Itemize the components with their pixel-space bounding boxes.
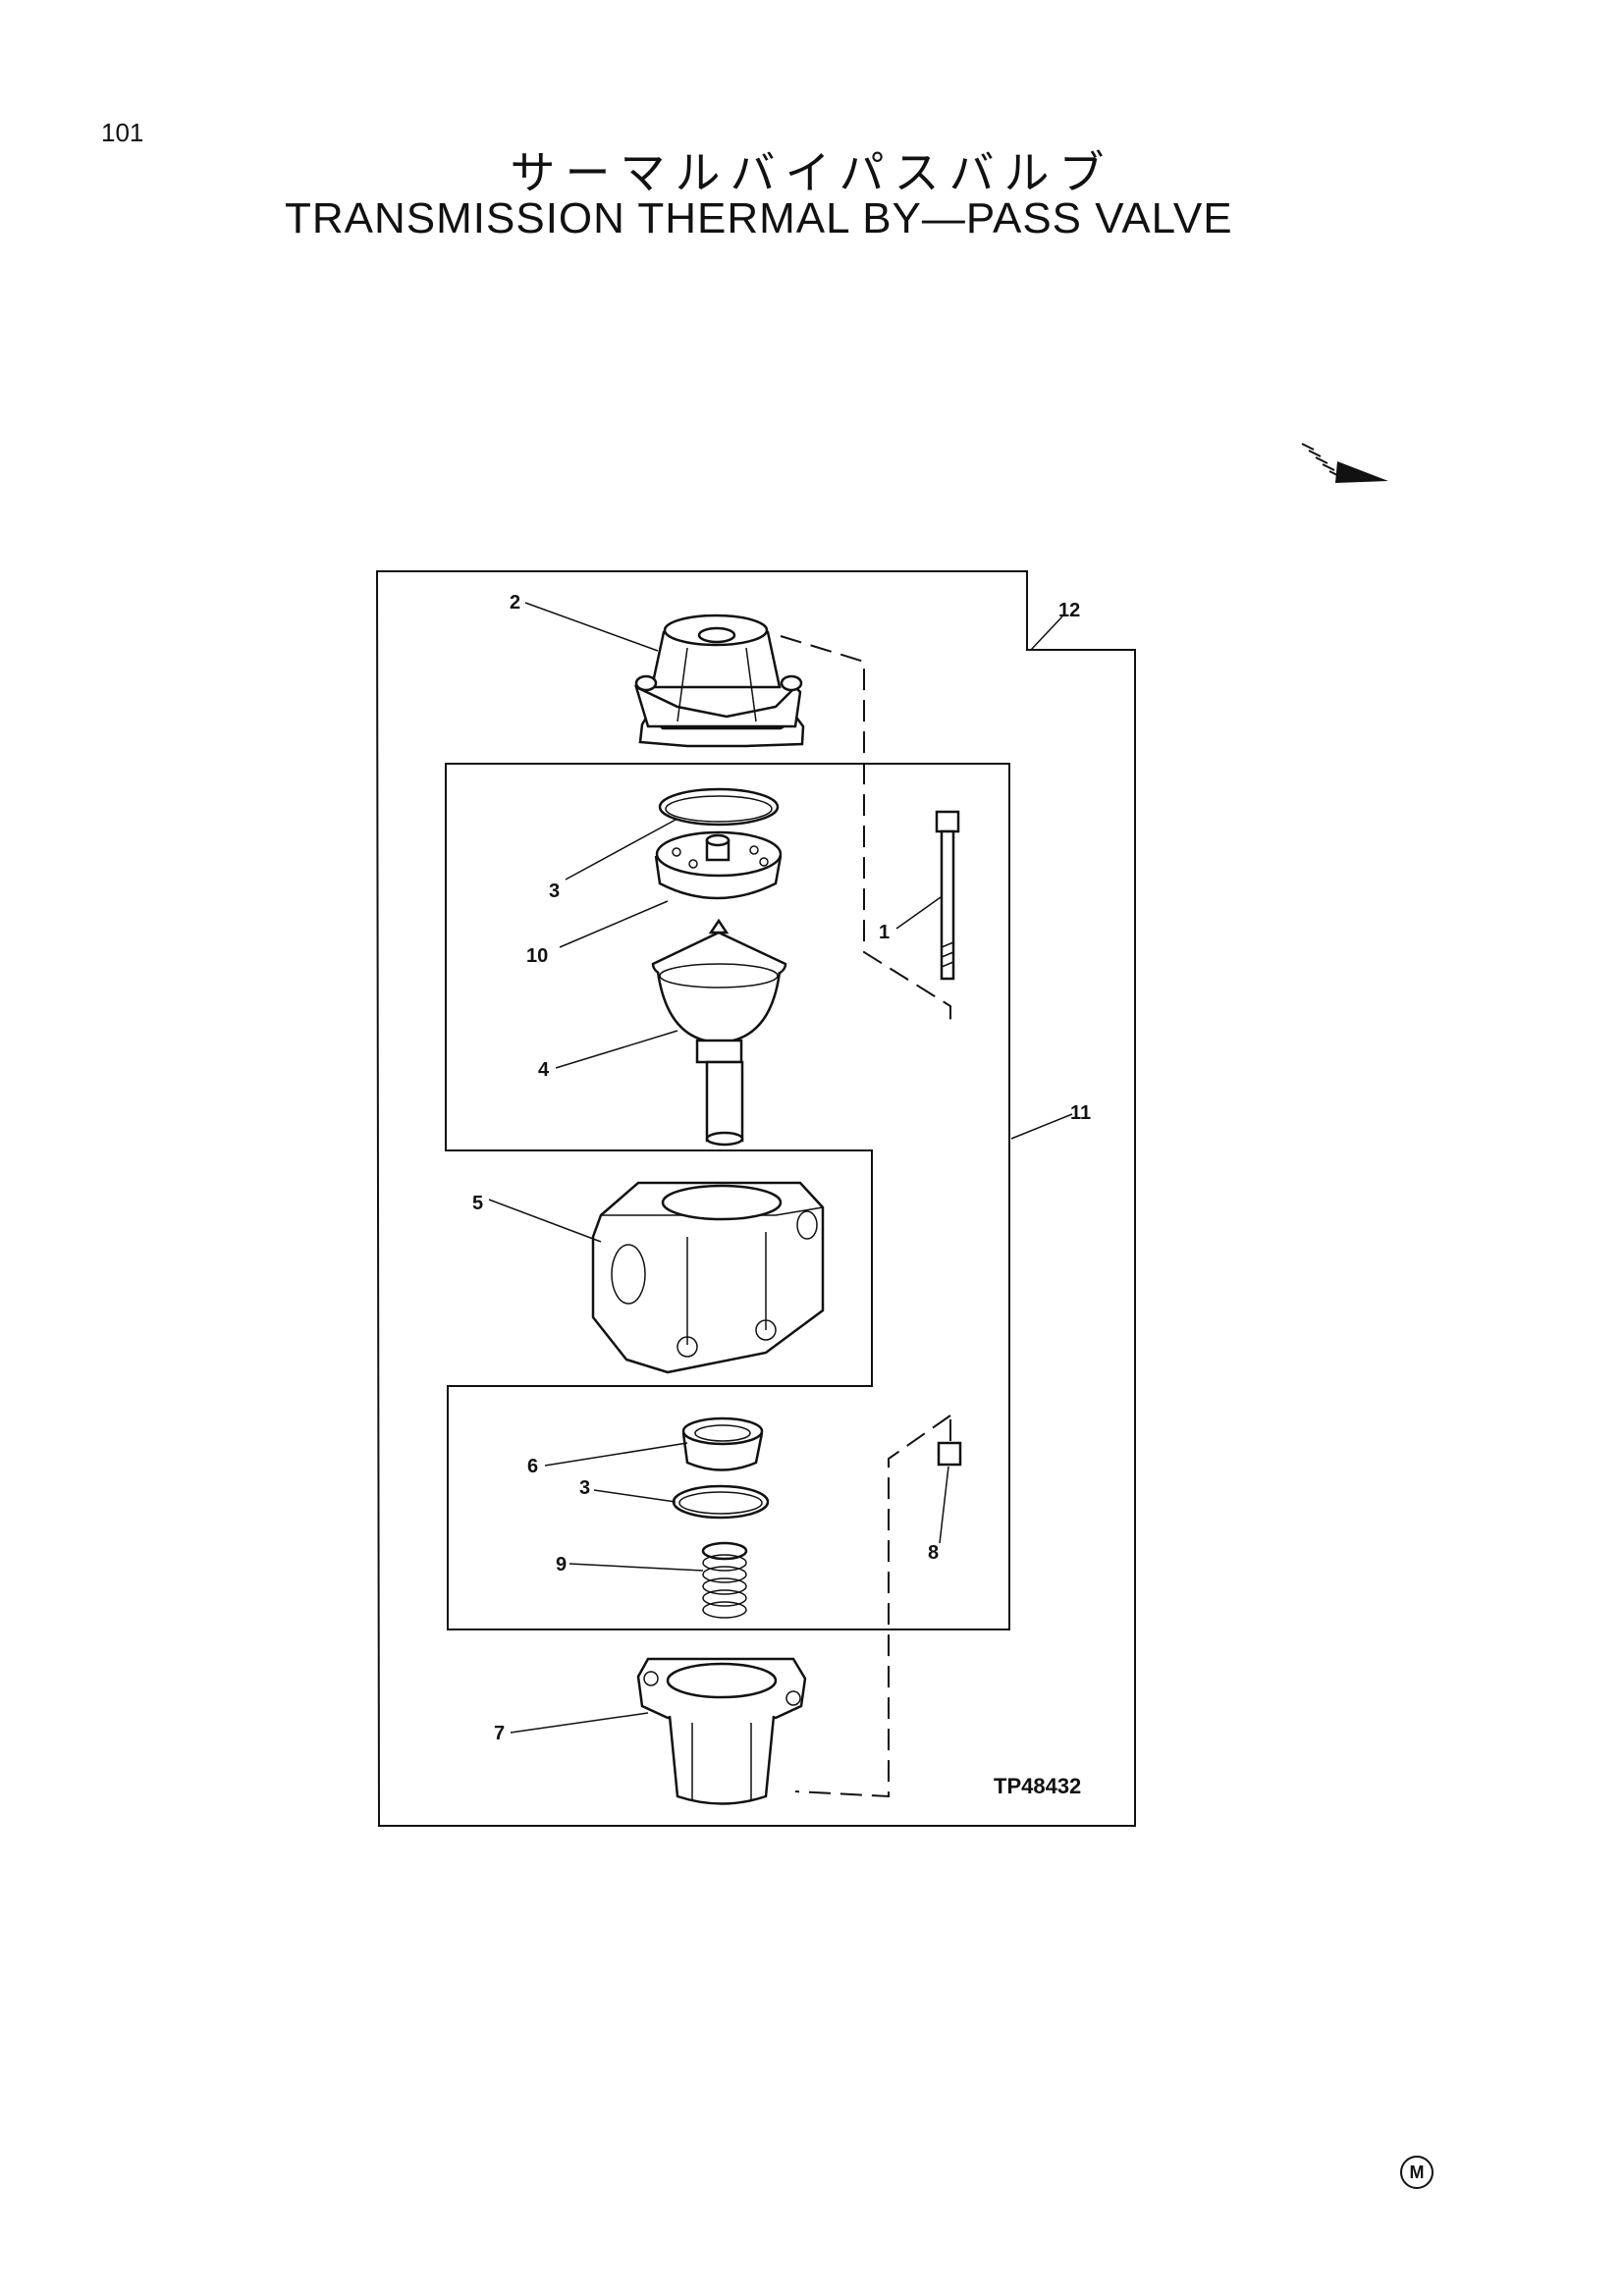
diagram-code: TP48432 [994, 1774, 1081, 1798]
part-2-top-cover [633, 614, 805, 748]
callout-8: 8 [928, 1542, 939, 1564]
part-4-thermostat-element [651, 918, 787, 1147]
part-6-seat [681, 1416, 764, 1471]
callout-4: 4 [538, 1059, 550, 1081]
part-5-valve-housing [591, 1181, 825, 1374]
title-english: TRANSMISSION THERMAL BY—PASS VALVE [285, 194, 1233, 242]
callout-6: 6 [527, 1456, 538, 1477]
alignment-lines-dashed [780, 635, 951, 1798]
direction-arrow-icon [1301, 443, 1388, 483]
maker-mark-icon: M [1400, 2156, 1434, 2189]
frame-assembly-11 [445, 763, 1010, 1630]
callout-7: 7 [494, 1723, 505, 1744]
callout-5: 5 [472, 1193, 483, 1214]
callout-3-lower: 3 [579, 1477, 590, 1499]
part-3-o-ring-upper [658, 787, 780, 827]
part-3-o-ring-lower [672, 1484, 770, 1520]
part-1-cap-screw [935, 810, 960, 981]
part-8-nut [937, 1441, 962, 1467]
part-9-spring [701, 1541, 748, 1619]
callout-10: 10 [526, 945, 548, 967]
part-10-plate [654, 830, 783, 900]
callout-11: 11 [1070, 1102, 1091, 1124]
callout-3-upper: 3 [549, 881, 560, 902]
part-7-lower-cover [636, 1657, 807, 1805]
callout-9: 9 [556, 1554, 567, 1575]
frame-assembly-12 [375, 570, 1136, 1827]
callout-12: 12 [1058, 600, 1080, 621]
title-japanese: サーマルバイパスバルブ [510, 146, 1114, 199]
callout-2: 2 [510, 592, 520, 614]
page-number: 101 [101, 118, 144, 147]
callout-1: 1 [879, 922, 890, 943]
leader-lines [488, 602, 1073, 1734]
